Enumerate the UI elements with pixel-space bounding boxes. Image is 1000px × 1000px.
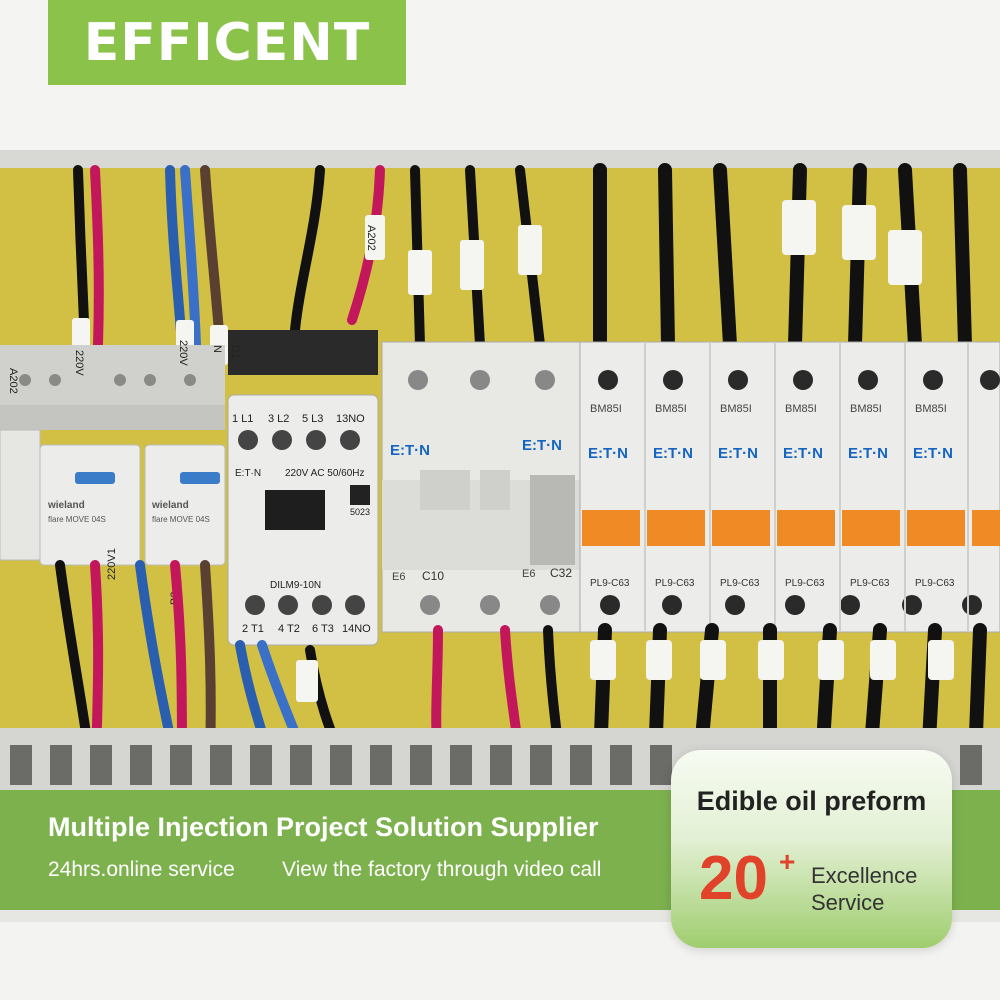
breaker-rating-label: C32 bbox=[550, 566, 572, 580]
breaker-brand-labels: E:T·N E:T·N E:T·N E:T·N E:T·N E:T·N E:T·… bbox=[390, 437, 953, 462]
relay-modules bbox=[0, 429, 226, 566]
breaker-rating-label: C10 bbox=[422, 569, 444, 583]
relay-brand: wieland bbox=[47, 500, 85, 511]
breaker-rating-labels: C10 C32 PL9-C63 PL9-C63 PL9-C63 PL9-C63 … bbox=[422, 566, 955, 589]
contactor-code: 5023 bbox=[350, 507, 370, 517]
breaker-brand-label: E:T·N bbox=[522, 437, 562, 454]
contactor-rating: 220V AC 50/60Hz bbox=[285, 468, 365, 479]
breaker-brand-label: E:T·N bbox=[848, 445, 888, 462]
breaker-brand-label: E:T·N bbox=[653, 445, 693, 462]
contactor-terminal-label: 14NO bbox=[342, 623, 371, 635]
contactor-labels: 1 L1 3 L2 5 L3 13NO E:T·N 220V AC 50/60H… bbox=[232, 413, 371, 635]
relay-brand: wieland bbox=[151, 500, 189, 511]
top-wires bbox=[73, 163, 972, 352]
banner-feature-online-service: 24hrs.online service bbox=[48, 858, 235, 881]
breaker-type-labels: BM85I BM85I BM85I BM85I BM85I BM85I E6 E… bbox=[392, 403, 947, 583]
breaker-rating-label: PL9-C63 bbox=[785, 578, 825, 589]
relay-model: flare MOVE 04S bbox=[48, 515, 106, 524]
contactor-model: DILM9-10N bbox=[270, 580, 321, 591]
banner-feature-video-call: View the factory through video call bbox=[282, 858, 602, 881]
wire-label: A202 bbox=[365, 225, 377, 251]
breaker-type-label: BM85I bbox=[785, 403, 817, 415]
card-service-label: Service bbox=[811, 890, 885, 915]
breaker-rating-label: PL9-C63 bbox=[655, 578, 695, 589]
breaker-brand-label: E:T·N bbox=[783, 445, 823, 462]
contactor-terminal-label: 6 T3 bbox=[312, 623, 334, 635]
wire-label: A202 bbox=[7, 368, 19, 394]
wire-label: N bbox=[211, 345, 223, 353]
contactor-terminal-label: 4 T2 bbox=[278, 623, 300, 635]
card-excellence-label: Excellence bbox=[811, 863, 918, 888]
wire-label: 220V1 bbox=[106, 548, 118, 580]
breaker-type-label: E6 bbox=[522, 568, 535, 580]
contactor-terminal-label: 1 L1 bbox=[232, 413, 253, 425]
breaker-brand-label: E:T·N bbox=[588, 445, 628, 462]
contactor-terminal-label: 5 L3 bbox=[302, 413, 323, 425]
breaker-rating-label: PL9-C63 bbox=[720, 578, 760, 589]
years-number: 20 bbox=[699, 844, 768, 913]
wire-label: D1 bbox=[229, 345, 241, 359]
relay-model: flare MOVE 04S bbox=[152, 515, 210, 524]
breakers bbox=[381, 341, 1000, 633]
breaker-type-label: BM85I bbox=[655, 403, 687, 415]
breaker-type-label: E6 bbox=[392, 571, 405, 583]
relay-labels: wieland flare MOVE 04S wieland flare MOV… bbox=[47, 500, 210, 524]
card-title: Edible oil preform bbox=[696, 786, 927, 816]
breaker-rating-label: PL9-C63 bbox=[915, 578, 955, 589]
contactor-terminal-label: 2 T1 bbox=[242, 623, 264, 635]
breaker-brand-label: E:T·N bbox=[390, 442, 430, 459]
breaker-brand-label: E:T·N bbox=[913, 445, 953, 462]
banner-title: Multiple Injection Project Solution Supp… bbox=[48, 812, 599, 842]
brand-logo: EFFICENT bbox=[48, 0, 406, 85]
breaker-rating-label: PL9-C63 bbox=[850, 578, 890, 589]
contactor bbox=[227, 330, 379, 646]
wire-label: 220V bbox=[177, 340, 189, 366]
contactor-terminal-label: 3 L2 bbox=[268, 413, 289, 425]
breaker-type-label: BM85I bbox=[720, 403, 752, 415]
cable-duct-slots bbox=[10, 745, 982, 785]
breaker-type-label: BM85I bbox=[850, 403, 882, 415]
bottom-wire-sleeves bbox=[296, 640, 954, 702]
wire-sleeves bbox=[72, 200, 922, 365]
contactor-brand: E:T·N bbox=[235, 468, 261, 479]
years-plus-sign: + bbox=[779, 846, 796, 877]
breaker-type-label: BM85I bbox=[915, 403, 947, 415]
experience-card: Edible oil preform 20 + Excellence Servi… bbox=[671, 750, 952, 948]
brand-logo-text: EFFICENT bbox=[83, 12, 371, 73]
wire-label: 220V bbox=[73, 350, 85, 376]
breaker-type-label: BM85I bbox=[590, 403, 622, 415]
breaker-brand-label: E:T·N bbox=[718, 445, 758, 462]
breaker-rating-label: PL9-C63 bbox=[590, 578, 630, 589]
contactor-terminal-label: 13NO bbox=[336, 413, 365, 425]
